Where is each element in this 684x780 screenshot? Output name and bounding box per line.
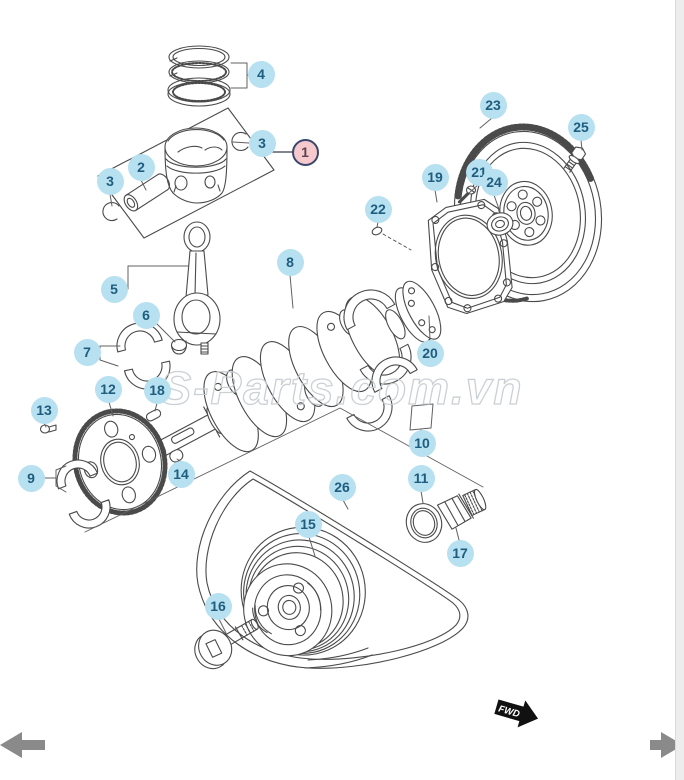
callout-2[interactable]: 2 [127, 153, 155, 181]
callout-4[interactable]: 4 [247, 60, 275, 88]
nav-previous-arrow[interactable] [0, 731, 46, 759]
callout-1[interactable]: 1 [291, 138, 319, 166]
callout-16[interactable]: 16 [204, 592, 232, 620]
callout-14[interactable]: 14 [167, 460, 195, 488]
callout-6[interactable]: 6 [132, 301, 160, 329]
callout-10[interactable]: 10 [408, 429, 436, 457]
callout-25[interactable]: 25 [567, 113, 595, 141]
watermark: S-Parts.com.vn [161, 362, 524, 414]
part-retainer-bolt [457, 185, 477, 204]
callout-9[interactable]: 9 [17, 464, 45, 492]
callout-19[interactable]: 19 [421, 163, 449, 191]
callout-22[interactable]: 22 [364, 195, 392, 223]
part-drive-belt [196, 470, 469, 669]
callout-15[interactable]: 15 [294, 510, 322, 538]
part-oil-seal-front [405, 503, 443, 543]
callout-3[interactable]: 3 [248, 129, 276, 157]
part-crank-pulley [240, 526, 366, 657]
callout-20[interactable]: 20 [416, 339, 444, 367]
vertical-scrollbar[interactable] [675, 0, 684, 780]
part-crankshaft [154, 280, 442, 458]
part-connecting-rod [173, 221, 221, 355]
part-circlip-left [102, 202, 120, 222]
part-main-bearing-upper [343, 289, 396, 331]
part-piston-ring-set [167, 45, 231, 107]
callout-8[interactable]: 8 [276, 248, 304, 276]
part-circlip-right [231, 131, 249, 151]
nav-next-arrow[interactable] [650, 731, 683, 759]
callout-7[interactable]: 7 [73, 338, 101, 366]
callout-26[interactable]: 26 [328, 473, 356, 501]
fwd-arrow: FWD [494, 699, 539, 728]
callout-11[interactable]: 11 [407, 464, 435, 492]
part-dowel-pin [371, 226, 412, 251]
part-thrust-bearing-upper [56, 459, 99, 490]
callout-5[interactable]: 5 [100, 275, 128, 303]
part-oil-seal-rear [486, 212, 514, 236]
part-piston [164, 127, 228, 204]
part-piston-pin [123, 173, 171, 212]
part-rod-bearing-upper [116, 322, 163, 353]
part-thrust-bearing-lower [68, 499, 111, 529]
part-timing-sprocket [72, 408, 168, 516]
callout-23[interactable]: 23 [479, 91, 507, 119]
part-pulley-bolt [436, 488, 487, 530]
callout-3[interactable]: 3 [96, 167, 124, 195]
part-pulley-bolt-washer [194, 618, 259, 670]
group-pointer-line [84, 407, 484, 533]
callout-12[interactable]: 12 [94, 375, 122, 403]
callout-17[interactable]: 17 [446, 539, 474, 567]
callout-24[interactable]: 24 [480, 168, 508, 196]
part-key-18 [145, 409, 162, 422]
part-belt-front [304, 647, 373, 669]
part-bearing-set-upper [371, 356, 418, 393]
callout-18[interactable]: 18 [143, 376, 171, 404]
callout-13[interactable]: 13 [30, 396, 58, 424]
part-bearing-set-lower [346, 395, 393, 432]
